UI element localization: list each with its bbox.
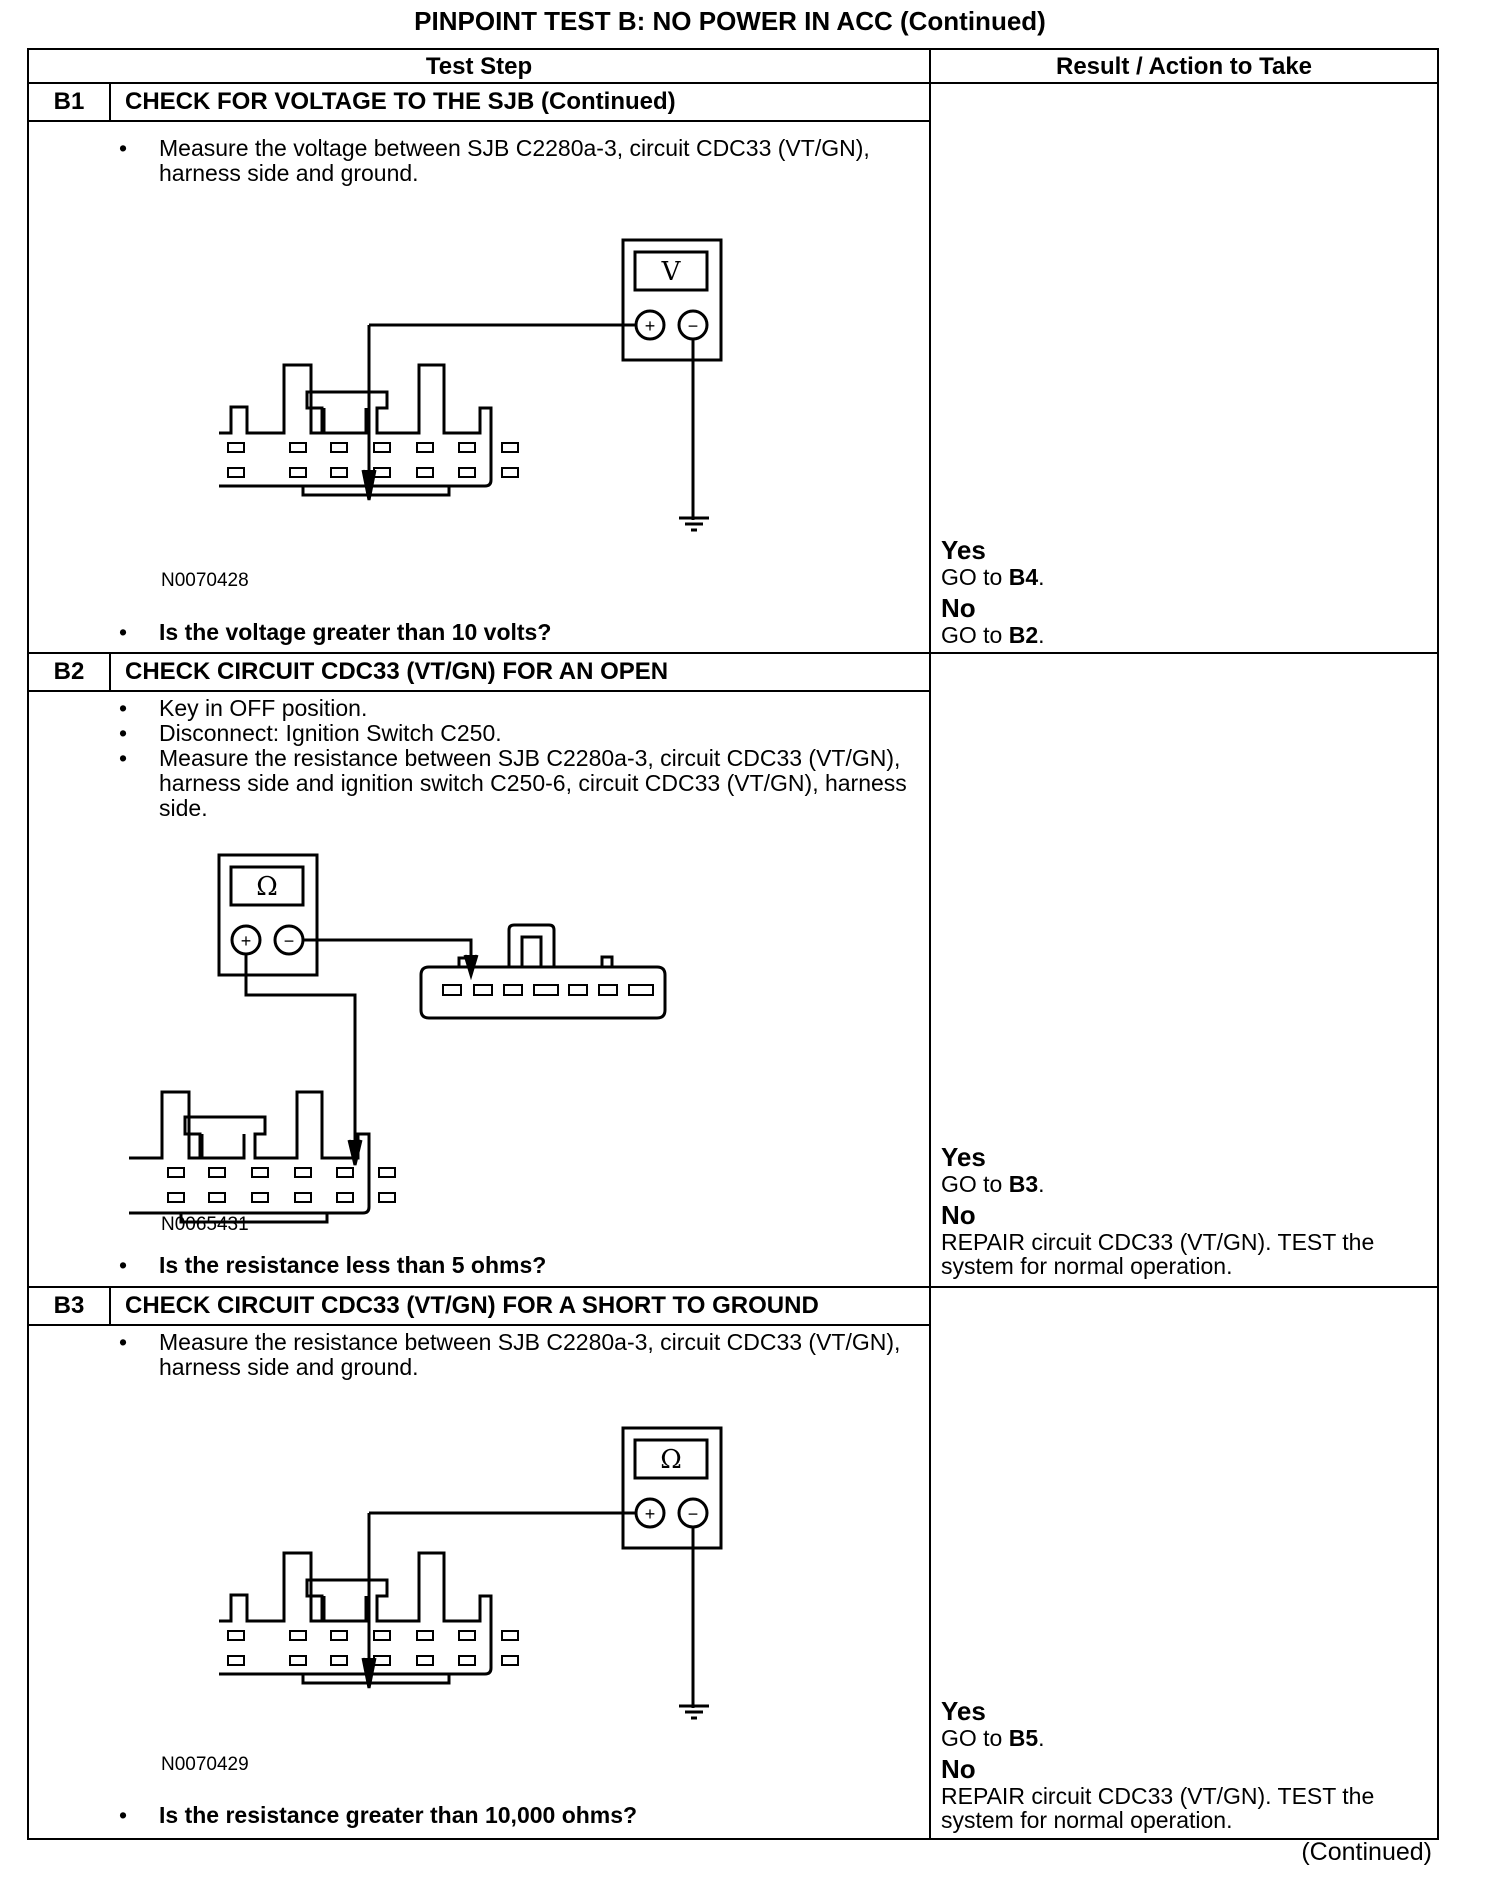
meter-symbol: Ω [660, 1445, 682, 1475]
step-id: B1 [29, 84, 111, 120]
step-instructions: Key in OFF position. Disconnect: Ignitio… [119, 696, 919, 821]
figure-id: N0070428 [161, 570, 249, 591]
figure-id: N0065431 [161, 1214, 249, 1235]
result-yes-action: GO to B4. [941, 564, 1045, 590]
step-id: B3 [29, 1288, 111, 1324]
svg-text:+: + [645, 1504, 656, 1524]
result-yes-action: GO to B5. [941, 1725, 1045, 1751]
result-no-label: No [941, 1754, 976, 1784]
result-no-label: No [941, 593, 976, 623]
result-yes-label: Yes [941, 535, 986, 565]
instruction-item: Disconnect: Ignition Switch C250. [119, 721, 919, 747]
svg-text:−: − [688, 316, 699, 336]
divider [29, 652, 1437, 654]
result-b3: Yes GO to B5. No REPAIR circuit CDC33 (V… [941, 1696, 1436, 1832]
step-header-b1: B1 CHECK FOR VOLTAGE TO THE SJB (Continu… [29, 84, 929, 120]
step-question: Is the resistance greater than 10,000 oh… [119, 1802, 637, 1829]
result-no-label: No [941, 1200, 976, 1230]
multimeter-icon [621, 1426, 723, 1550]
ohmmeter-diagram-b3: Ω + − [219, 1426, 723, 1720]
divider [29, 120, 929, 122]
pinpoint-test-table: Test Step Result / Action to Take B1 CHE… [27, 48, 1439, 1840]
step-instructions: Measure the resistance between SJB C2280… [119, 1330, 919, 1380]
instruction-item: Measure the resistance between SJB C2280… [119, 1330, 919, 1380]
step-header-b3: B3 CHECK CIRCUIT CDC33 (VT/GN) FOR A SHO… [29, 1288, 929, 1324]
result-yes-action: GO to B3. [941, 1171, 1045, 1197]
continued-note: (Continued) [1301, 1838, 1432, 1866]
result-b2: Yes GO to B3. No REPAIR circuit CDC33 (V… [941, 1142, 1436, 1278]
instruction-item: Key in OFF position. [119, 696, 919, 722]
step-heading: CHECK CIRCUIT CDC33 (VT/GN) FOR AN OPEN [125, 658, 669, 685]
result-yes-label: Yes [941, 1696, 986, 1726]
meter-symbol: Ω [256, 872, 278, 902]
step-heading: CHECK CIRCUIT CDC33 (VT/GN) FOR A SHORT … [125, 1292, 819, 1319]
result-no-action: GO to B2. [941, 622, 1045, 648]
figure-id: N0070429 [161, 1754, 249, 1775]
divider [29, 690, 929, 692]
instruction-item: Measure the resistance between SJB C2280… [119, 746, 919, 821]
result-b1: Yes GO to B4. No GO to B2. [941, 535, 1436, 647]
svg-text:+: + [645, 316, 656, 336]
svg-text:+: + [241, 931, 252, 951]
step-instructions: Measure the voltage between SJB C2280a-3… [119, 136, 919, 186]
voltmeter-diagram-b1: V + − [219, 238, 723, 532]
result-no-action: REPAIR circuit CDC33 (VT/GN). TEST the s… [941, 1229, 1375, 1279]
column-divider [929, 50, 931, 1838]
result-no-action: REPAIR circuit CDC33 (VT/GN). TEST the s… [941, 1783, 1375, 1833]
column-header-result: Result / Action to Take [931, 50, 1437, 84]
multimeter-icon [621, 238, 723, 362]
meter-symbol: V [661, 257, 682, 287]
step-question: Is the resistance less than 5 ohms? [119, 1252, 546, 1279]
instruction-item: Measure the voltage between SJB C2280a-3… [119, 136, 919, 186]
svg-text:−: − [688, 1504, 699, 1524]
step-question: Is the voltage greater than 10 volts? [119, 619, 551, 646]
page-title: PINPOINT TEST B: NO POWER IN ACC (Contin… [414, 6, 1046, 36]
ohmmeter-diagram-b2: Ω + − [129, 853, 667, 1224]
divider [29, 1286, 1437, 1288]
svg-text:−: − [284, 931, 295, 951]
result-yes-label: Yes [941, 1142, 986, 1172]
column-header-test-step: Test Step [29, 50, 929, 84]
step-heading: CHECK FOR VOLTAGE TO THE SJB (Continued) [125, 88, 676, 115]
divider [29, 1324, 929, 1326]
step-id: B2 [29, 654, 111, 690]
step-header-b2: B2 CHECK CIRCUIT CDC33 (VT/GN) FOR AN OP… [29, 654, 929, 690]
multimeter-icon [217, 853, 319, 977]
